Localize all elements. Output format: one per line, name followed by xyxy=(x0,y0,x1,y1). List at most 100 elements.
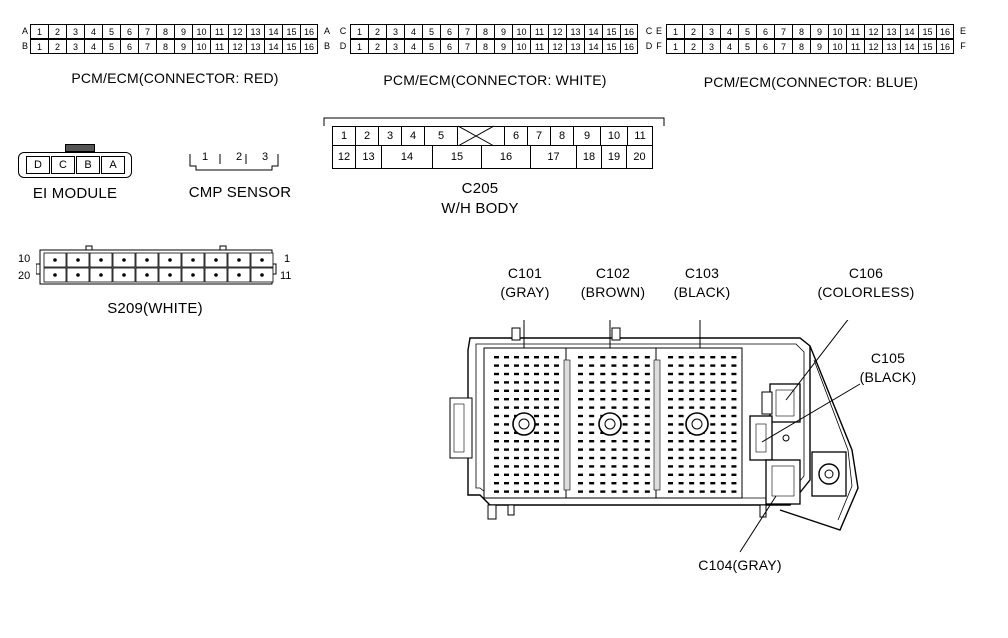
junction-box-terminal xyxy=(710,389,716,392)
c205-subtitle: W/H BODY xyxy=(441,200,519,217)
ei-pin-c: C xyxy=(51,156,75,174)
junction-box-terminal xyxy=(589,490,595,493)
connector-pin: 5 xyxy=(422,39,440,54)
junction-box-terminal xyxy=(589,473,595,476)
junction-box-terminal xyxy=(678,431,684,434)
s209-title: S209(WHITE) xyxy=(107,300,203,317)
junction-box-terminal xyxy=(578,356,583,359)
junction-box-terminal xyxy=(633,448,639,451)
junction-box-terminal xyxy=(544,356,549,359)
junction-box-terminal xyxy=(622,431,628,434)
junction-box-terminal xyxy=(644,448,650,451)
junction-box-terminal xyxy=(504,356,509,359)
junction-box-terminal xyxy=(678,389,684,392)
junction-box-terminal xyxy=(622,473,628,476)
junction-box-terminal xyxy=(534,431,539,434)
junction-box-terminal xyxy=(600,482,606,485)
junction-box-terminal xyxy=(731,440,737,443)
junction-box-terminal xyxy=(678,423,684,426)
junction-box-terminal xyxy=(544,456,549,460)
connector-pin: 16 xyxy=(620,24,638,39)
junction-box-terminal xyxy=(689,389,695,392)
junction-box-terminal xyxy=(633,482,639,485)
junction-box-terminal xyxy=(678,381,684,384)
connector-pin: 15 xyxy=(602,39,620,54)
junction-box-terminal xyxy=(644,381,650,384)
connector-pin: 7 xyxy=(458,39,476,54)
c101-color: (GRAY) xyxy=(500,284,550,300)
junction-box-terminal xyxy=(678,406,684,409)
row-label-a-right: A xyxy=(323,26,330,36)
junction-box-terminal xyxy=(578,372,583,376)
connector-pin: 8 xyxy=(792,24,810,39)
junction-box-terminal xyxy=(720,356,726,359)
junction-box-terminal xyxy=(633,356,639,359)
junction-box-terminal xyxy=(514,406,519,409)
junction-box-terminal xyxy=(689,356,695,359)
connector-pin: 13 xyxy=(566,24,584,39)
junction-box-terminal xyxy=(622,414,628,418)
c205-pin-18: 18 xyxy=(576,145,602,169)
junction-box-terminal xyxy=(589,381,595,384)
connector-pin: 5 xyxy=(102,24,120,39)
junction-box-terminal xyxy=(494,372,499,376)
row-label-d-right: D xyxy=(645,41,653,51)
connector-pin: 8 xyxy=(792,39,810,54)
junction-box-terminal xyxy=(494,398,499,401)
junction-box-terminal xyxy=(699,448,705,451)
junction-box-terminal xyxy=(524,465,529,468)
junction-box-terminal xyxy=(554,482,559,485)
junction-box-terminal xyxy=(504,414,509,418)
junction-box-terminal xyxy=(611,465,617,468)
connector-pin: 4 xyxy=(404,24,422,39)
junction-box-terminal xyxy=(731,414,737,418)
c104-name: C104(GRAY) xyxy=(698,557,782,573)
row-label-e: E xyxy=(655,26,662,36)
junction-box-terminal xyxy=(544,473,549,476)
junction-box-terminal xyxy=(554,406,559,409)
s209-label-10: 10 xyxy=(18,253,31,265)
connector-pin: 3 xyxy=(702,24,720,39)
connector-pin: 16 xyxy=(300,24,318,39)
junction-box-terminal xyxy=(644,398,650,401)
junction-box-terminal xyxy=(578,414,583,418)
row-label-b-right: B xyxy=(323,41,330,51)
junction-box-terminal xyxy=(494,389,499,392)
junction-box-terminal xyxy=(611,440,617,443)
c205-pin-20: 20 xyxy=(626,145,653,169)
connector-pin: 3 xyxy=(386,24,404,39)
junction-box-terminal xyxy=(710,440,716,443)
junction-box-terminal xyxy=(710,465,716,468)
junction-box-terminal xyxy=(494,356,499,359)
junction-box-terminal xyxy=(554,440,559,443)
junction-box-terminal xyxy=(611,356,617,359)
junction-box-terminal xyxy=(611,456,617,460)
junction-box-terminal xyxy=(514,456,519,460)
cmp-sensor-outline xyxy=(189,154,279,171)
junction-box-terminal xyxy=(504,364,509,367)
junction-box-terminal xyxy=(578,448,583,451)
junction-box-terminal xyxy=(731,490,737,493)
junction-box-terminal xyxy=(689,448,695,451)
pcm-white-title: PCM/ECM(CONNECTOR: WHITE) xyxy=(383,72,607,88)
junction-box-terminal xyxy=(644,364,650,367)
cmp-pin-3: 3 xyxy=(262,151,269,163)
junction-box-terminal xyxy=(611,364,617,367)
junction-box-terminal xyxy=(600,490,606,493)
junction-box-terminal xyxy=(699,372,705,376)
connector-pin: 12 xyxy=(228,39,246,54)
junction-box-terminal xyxy=(678,456,684,460)
connector-pin: 2 xyxy=(368,24,386,39)
junction-box-terminal xyxy=(554,465,559,468)
connector-pin: 8 xyxy=(476,24,494,39)
junction-box-terminal xyxy=(710,456,716,460)
junction-box-terminal xyxy=(544,431,549,434)
junction-box-terminal xyxy=(544,482,549,485)
junction-box-terminal xyxy=(689,440,695,443)
junction-box-terminal xyxy=(534,406,539,409)
junction-box-terminal xyxy=(731,372,737,376)
junction-box-terminal xyxy=(504,448,509,451)
junction-box-terminal xyxy=(534,448,539,451)
junction-box-terminal xyxy=(731,482,737,485)
connector-pin: 9 xyxy=(810,39,828,54)
